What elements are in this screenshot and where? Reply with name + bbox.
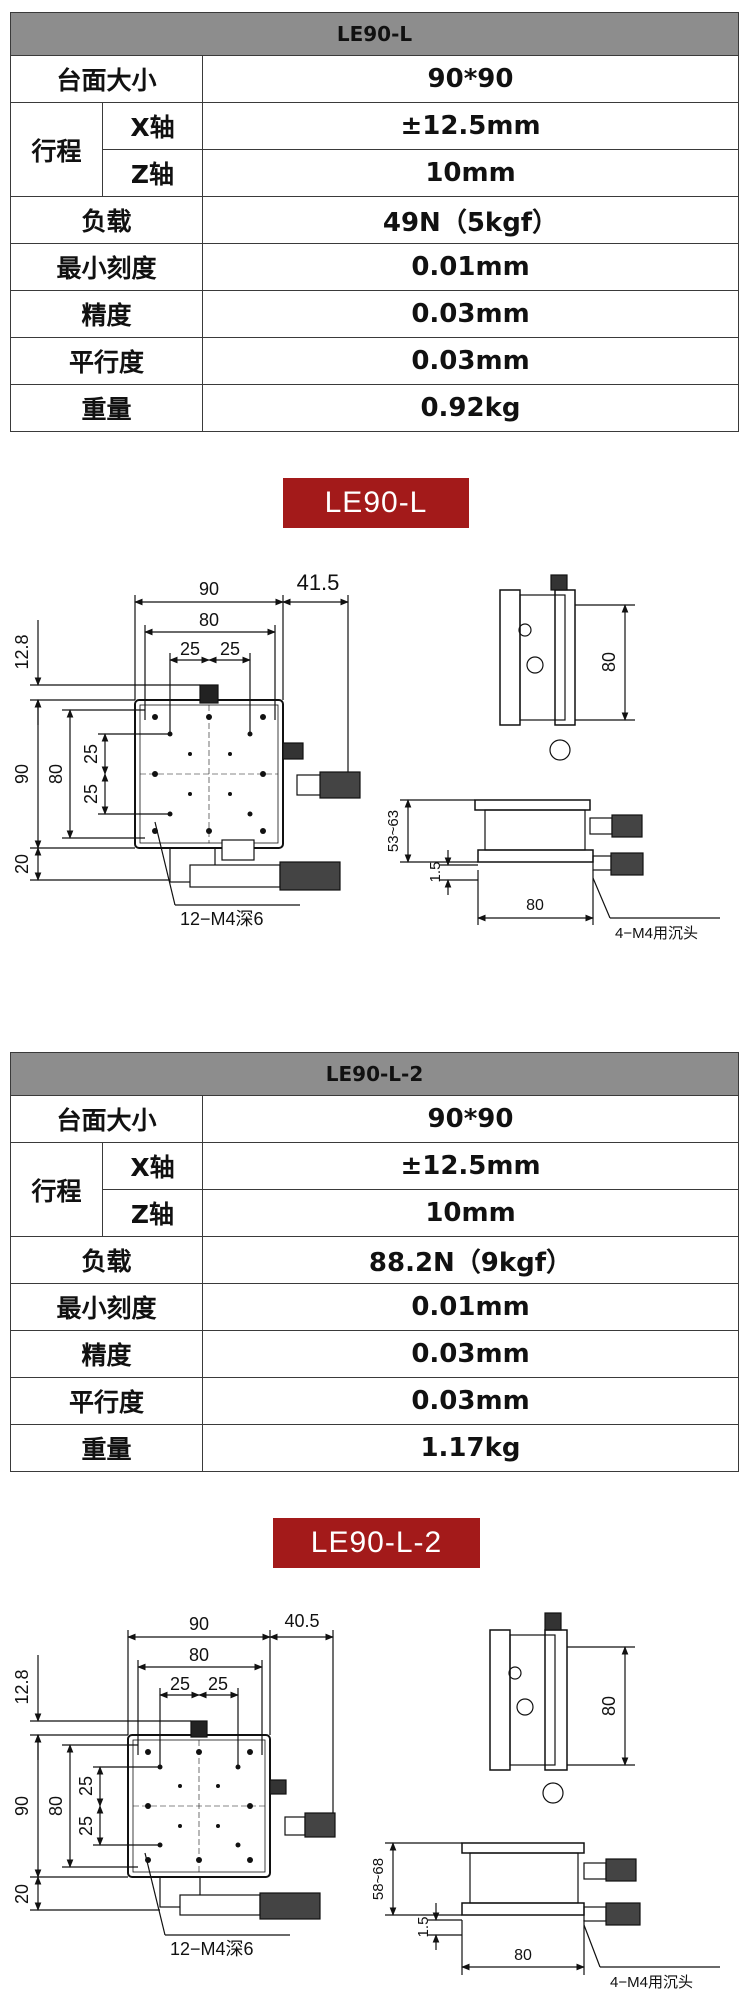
z-axis-value: 10mm [202,149,739,197]
dim-base-80: 80 [514,1947,532,1964]
dim-offset: 40.5 [284,1611,319,1631]
weight-value: 0.92kg [202,384,739,432]
dim-25-d: 25 [81,784,101,804]
dim-20: 20 [12,854,32,874]
accuracy-label: 精度 [10,290,203,338]
weight-value: 1.17kg [202,1424,739,1472]
model-title-badge: LE90-L-2 [273,1518,480,1568]
dim-side-80: 80 [599,1696,619,1716]
stage-side-view [499,589,521,726]
dim-90-side: 90 [12,764,32,784]
table-header: LE90-L [10,12,739,56]
table-size-value: 90*90 [202,1095,739,1143]
dim-height-range: 53~63 [385,810,402,852]
dim-80-top: 80 [199,610,219,630]
accuracy-label: 精度 [10,1330,203,1378]
model-title-badge: LE90-L [283,478,469,528]
mount-note: 4−M4用沉头 [615,925,698,942]
dim-80-side: 80 [46,764,66,784]
x-axis-label: X轴 [102,102,203,150]
dim-25-d: 25 [76,1816,96,1836]
z-axis-label: Z轴 [102,1189,203,1237]
dim-80-top: 80 [189,1645,209,1665]
min-scale-label: 最小刻度 [10,243,203,291]
stage-front-view [474,799,591,811]
dim-side-80: 80 [599,652,619,672]
accuracy-value: 0.03mm [202,1330,739,1378]
dim-90-side: 90 [12,1796,32,1816]
dim-offset: 41.5 [297,570,340,595]
parallelism-label: 平行度 [10,337,203,385]
dim-25-c: 25 [81,744,101,764]
dim-1-5: 1.5 [427,862,444,883]
weight-label: 重量 [10,384,203,432]
mount-note: 4−M4用沉头 [610,1974,693,1991]
spec-table-le90-l-2: LE90-L-2 台面大小 90*90 行程 X轴 ±12.5mm Z轴 10m… [10,1052,739,1472]
load-label: 负载 [10,196,203,244]
holes-note: 12−M4深6 [180,909,264,929]
technical-drawing-le90-l-2: 90 40.5 80 25 25 12.8 90 80 25 25 20 12−… [12,1611,720,1991]
dim-25-c: 25 [76,1776,96,1796]
x-axis-label: X轴 [102,1142,203,1190]
dim-80-side: 80 [46,1796,66,1816]
spec-table-le90-l: LE90-L 台面大小 90*90 行程 X轴 ±12.5mm Z轴 10mm … [10,12,739,432]
dim-25-b: 25 [208,1674,228,1694]
dim-20: 20 [12,1884,32,1904]
stage-front-view [461,1842,585,1854]
holes-note: 12−M4深6 [170,1939,254,1959]
dim-90-top: 90 [189,1614,209,1634]
load-label: 负载 [10,1236,203,1284]
table-header: LE90-L-2 [10,1052,739,1096]
z-axis-value: 10mm [202,1189,739,1237]
dim-1-5: 1.5 [415,1917,432,1938]
table-size-label: 台面大小 [10,1095,203,1143]
weight-label: 重量 [10,1424,203,1472]
dim-25-a: 25 [180,639,200,659]
dim-25-b: 25 [220,639,240,659]
parallelism-label: 平行度 [10,1377,203,1425]
parallelism-value: 0.03mm [202,1377,739,1425]
dim-base-80: 80 [526,897,544,914]
load-value: 49N（5kgf） [202,196,739,244]
load-value: 88.2N（9kgf） [202,1236,739,1284]
x-axis-value: ±12.5mm [202,102,739,150]
dim-height-range: 58~68 [370,1858,387,1900]
dim-12-8: 12.8 [12,634,32,669]
travel-label: 行程 [10,102,103,197]
min-scale-label: 最小刻度 [10,1283,203,1331]
dim-90-top: 90 [199,579,219,599]
travel-label: 行程 [10,1142,103,1237]
accuracy-value: 0.03mm [202,290,739,338]
min-scale-value: 0.01mm [202,1283,739,1331]
z-axis-label: Z轴 [102,149,203,197]
x-axis-value: ±12.5mm [202,1142,739,1190]
min-scale-value: 0.01mm [202,243,739,291]
stage-side-view [489,1629,511,1771]
table-size-label: 台面大小 [10,55,203,103]
technical-drawing-le90-l: 90 41.5 80 25 25 12.8 90 80 25 25 20 12−… [12,570,720,942]
dim-25-a: 25 [170,1674,190,1694]
dim-12-8: 12.8 [12,1669,32,1704]
parallelism-value: 0.03mm [202,337,739,385]
table-size-value: 90*90 [202,55,739,103]
